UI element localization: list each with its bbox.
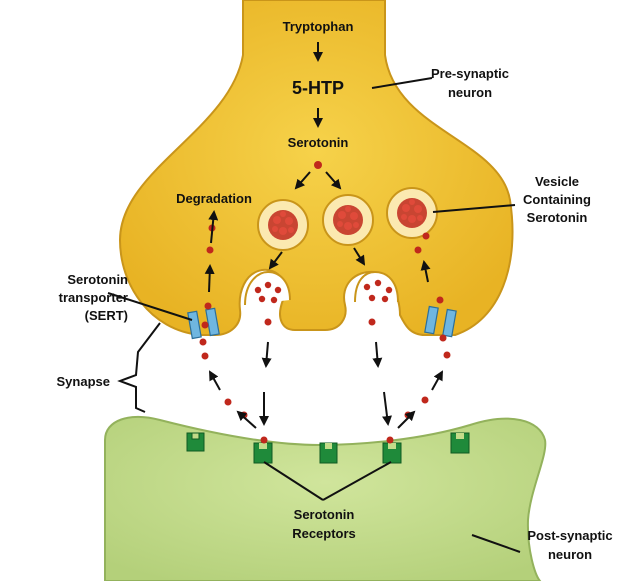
fusing-vesicle-right xyxy=(354,270,399,303)
label-presynaptic-2: neuron xyxy=(448,85,492,100)
label-vesicle-3: Serotonin xyxy=(527,210,588,225)
fusing-vesicle-left xyxy=(244,270,291,306)
serotonin-receptor xyxy=(450,432,470,454)
label-sert-2: transporter xyxy=(59,290,128,305)
serotonin-receptor xyxy=(319,442,338,464)
label-vesicle-2: Containing xyxy=(523,192,591,207)
serotonin-receptor xyxy=(186,432,205,452)
label-presynaptic: Pre-synaptic xyxy=(431,66,509,81)
vesicle-right xyxy=(386,187,438,239)
label-vesicle: Vesicle xyxy=(535,174,579,189)
vesicle-center xyxy=(322,194,374,246)
label-synapse: Synapse xyxy=(57,374,110,389)
serotonin-receptor xyxy=(253,442,273,464)
pathway-arrows xyxy=(204,42,443,429)
sert-transporter-right xyxy=(424,305,457,338)
label-tryptophan: Tryptophan xyxy=(283,19,354,34)
label-serotonin: Serotonin xyxy=(288,135,349,150)
label-5-htp: 5-HTP xyxy=(292,78,344,98)
leader-lines xyxy=(107,77,521,553)
label-sert-3: (SERT) xyxy=(85,308,128,323)
label-degradation: Degradation xyxy=(176,191,252,206)
label-sert: Serotonin xyxy=(67,272,128,287)
label-receptors-2: Receptors xyxy=(292,526,356,541)
label-postsynaptic: Post-synaptic xyxy=(527,528,612,543)
label-receptors: Serotonin xyxy=(294,507,355,522)
vesicle-left xyxy=(257,199,309,251)
label-postsynaptic-2: neuron xyxy=(548,547,592,562)
serotonin-receptor xyxy=(382,442,402,464)
sert-transporter-left xyxy=(187,307,220,340)
